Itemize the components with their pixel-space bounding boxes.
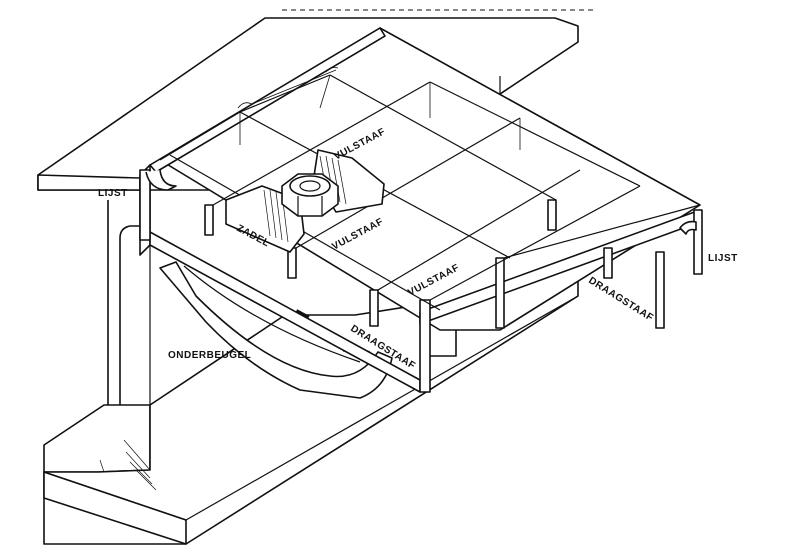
left-lijst-profile: [145, 169, 177, 191]
bearing-bars: [169, 27, 641, 311]
bar-end-3: [369, 289, 379, 327]
bar-end-10: [139, 169, 151, 241]
bar-end-4: [419, 299, 431, 393]
bar-end-1: [204, 204, 214, 236]
label-draagstaaf-right: DRAAGSTAAF: [586, 275, 655, 324]
label-lijst-right: LIJST: [708, 253, 738, 264]
cross-bars: [159, 74, 701, 301]
bar-end-5: [495, 257, 505, 329]
beam-bottom-flange: [43, 404, 151, 473]
bolt-end: [289, 175, 331, 197]
bar-end-7: [603, 247, 613, 279]
label-lijst-left: LIJST: [98, 188, 128, 199]
grating: [139, 27, 703, 393]
right-lijst-profile: [679, 220, 697, 235]
label-onderbeugel: ONDERBEUGEL: [168, 350, 251, 361]
saddle-assembly: [225, 149, 385, 253]
bar-end-6: [547, 199, 557, 231]
web-shading: [99, 439, 157, 491]
bar-end-8: [655, 251, 665, 329]
bar-end-9: [693, 209, 703, 275]
clamp-body: [159, 261, 393, 399]
grating-left-edge: [149, 27, 386, 173]
